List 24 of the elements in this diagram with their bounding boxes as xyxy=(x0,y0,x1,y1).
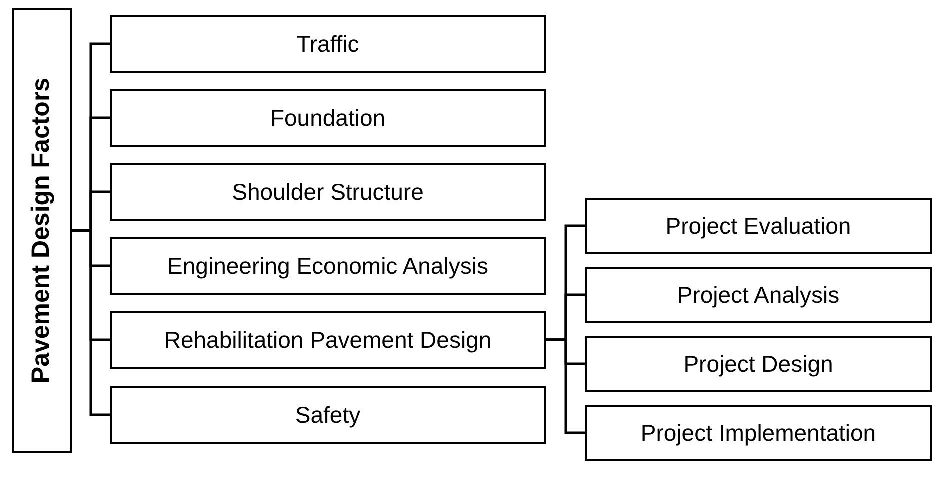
factor-box xyxy=(585,267,932,323)
factor-box xyxy=(110,89,546,147)
factor-box xyxy=(110,163,546,221)
factor-box xyxy=(110,15,546,73)
box-label: Foundation xyxy=(270,104,386,133)
box-label: Project Analysis xyxy=(677,280,840,310)
factor-box xyxy=(585,405,932,461)
box-label: Traffic xyxy=(296,30,360,59)
title-box xyxy=(12,8,72,453)
factor-box xyxy=(585,198,932,254)
box-label: Project Implementation xyxy=(640,418,876,448)
box-label: Project Design xyxy=(684,350,834,379)
factor-box xyxy=(110,386,546,444)
factor-box xyxy=(585,336,932,392)
box-label: Safety xyxy=(295,400,361,430)
box-label: Rehabilitation Pavement Design xyxy=(164,326,492,355)
box-label: Engineering Economic Analysis xyxy=(168,252,488,281)
factor-box xyxy=(110,237,546,295)
connector-line xyxy=(546,338,585,434)
connector-line xyxy=(72,229,110,416)
factor-box xyxy=(110,311,546,369)
title-text: Pavement Design Factors xyxy=(26,78,56,384)
box-label: Project Evaluation xyxy=(666,212,852,241)
box-label: Shoulder Structure xyxy=(232,178,424,207)
